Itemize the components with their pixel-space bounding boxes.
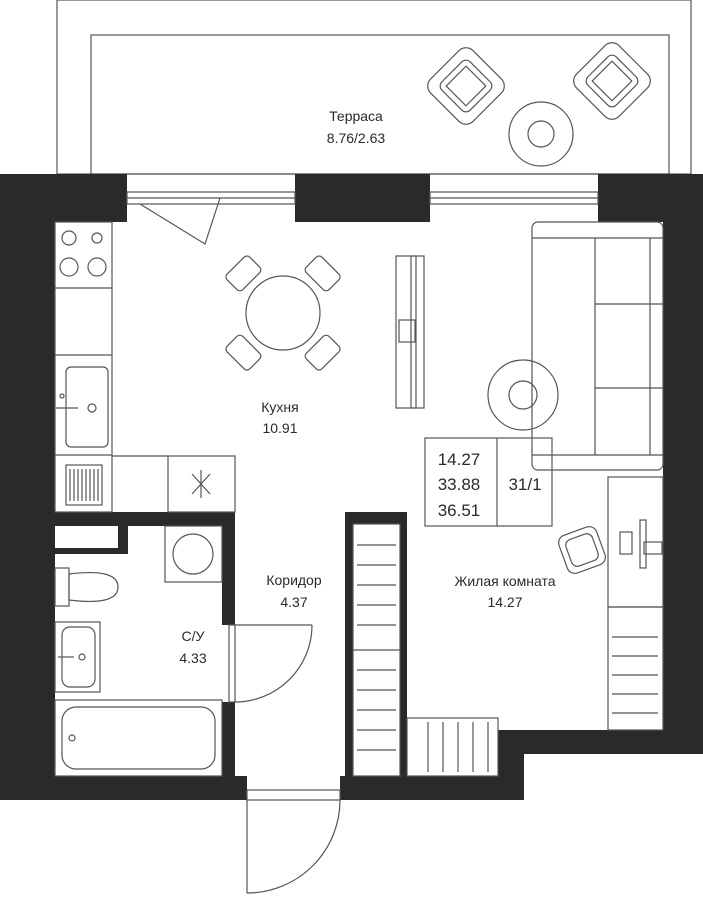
- windows: [126, 191, 599, 205]
- desk-icon: [558, 476, 664, 608]
- wardrobe-right-icon: [607, 606, 664, 731]
- armchair-right-icon: [573, 42, 651, 120]
- kitchen-name: Кухня: [261, 399, 298, 415]
- kitchen-sink-icon: [56, 366, 109, 448]
- terrace-table-icon: [508, 101, 574, 167]
- terrace-area: [56, 0, 692, 175]
- bathtub-icon: [54, 699, 223, 777]
- armchair-left-icon: [427, 47, 505, 125]
- entrance-door: [246, 789, 341, 894]
- radiator-icon: [65, 464, 103, 506]
- info-total-with-terrace: 36.51: [438, 501, 481, 520]
- dining-table-icon: [225, 255, 341, 371]
- corridor-area-value: 4.37: [280, 594, 307, 610]
- tv-stand-icon: [395, 255, 425, 409]
- info-total-area: 33.88: [438, 475, 481, 494]
- sofa-icon: [531, 221, 664, 471]
- balcony-door: [139, 197, 221, 245]
- terrace-furniture: [427, 42, 651, 167]
- toilet-icon: [54, 567, 119, 607]
- walls: [0, 174, 703, 800]
- kitchen-counter: [54, 221, 236, 513]
- stove-icon: [59, 230, 107, 277]
- terrace-area-value: 8.76/2.63: [327, 130, 386, 146]
- bathroom-sink-icon: [54, 621, 101, 693]
- kitchen-area-value: 10.91: [262, 420, 297, 436]
- washing-machine-icon: [164, 525, 223, 583]
- terrace-name: Терраса: [329, 108, 383, 124]
- round-rug-icon: [487, 359, 559, 431]
- info-floor: 31/1: [508, 475, 541, 494]
- bathroom-door: [228, 624, 313, 703]
- living-room-area-value: 14.27: [487, 594, 522, 610]
- wardrobe-corridor-icon: [352, 523, 401, 777]
- bathroom-name: С/У: [182, 628, 205, 644]
- wardrobe-bottom-icon: [406, 717, 499, 777]
- bathroom-area-value: 4.33: [179, 650, 206, 666]
- fridge-icon: [112, 455, 236, 513]
- room-labels: Терраса 8.76/2.63 Кухня 10.91 Коридор 4.…: [179, 108, 555, 666]
- living-room-name: Жилая комната: [454, 573, 555, 589]
- corridor-name: Коридор: [266, 572, 322, 588]
- info-box: 14.27 33.88 36.51 31/1: [424, 437, 553, 527]
- bathroom-fixtures: [54, 525, 223, 777]
- info-living-area: 14.27: [438, 450, 481, 469]
